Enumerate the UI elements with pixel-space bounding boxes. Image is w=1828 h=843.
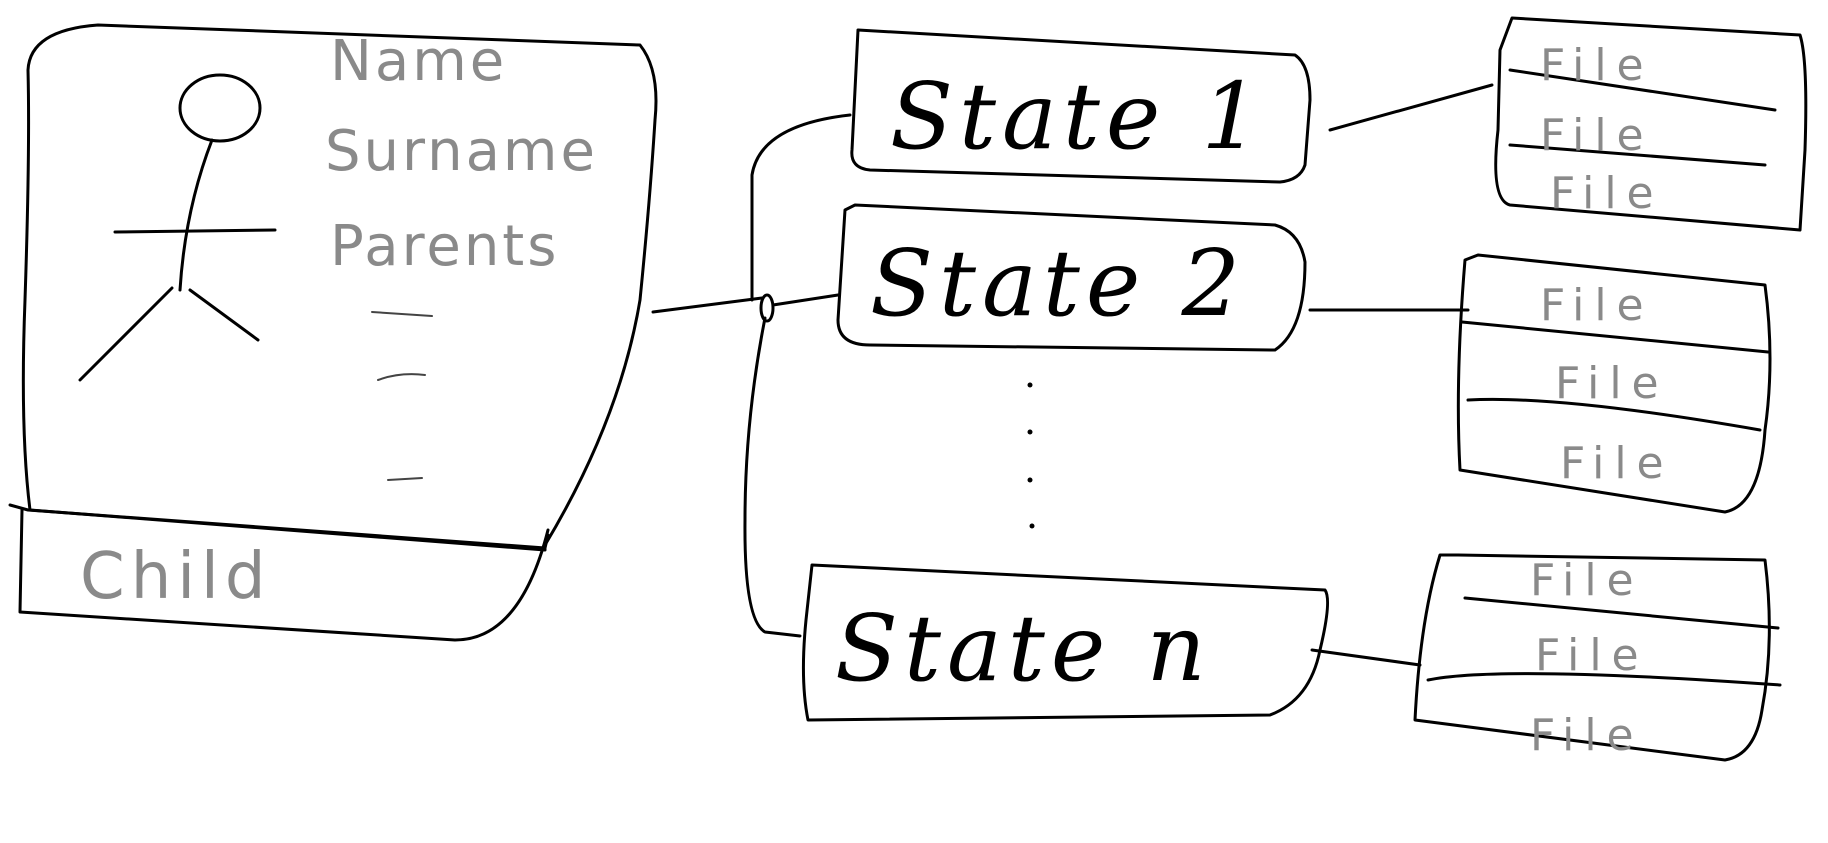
file-group-2: File File File bbox=[1456, 253, 1772, 514]
file-3-1: File bbox=[1530, 555, 1644, 606]
state-n-label: State n bbox=[835, 595, 1212, 702]
file-1-1: File bbox=[1540, 40, 1654, 91]
file-2-3: File bbox=[1560, 438, 1674, 489]
child-label: Child bbox=[80, 540, 271, 614]
file-2-1: File bbox=[1540, 280, 1654, 331]
field-name: Name bbox=[330, 29, 507, 94]
file-group-3: File File File bbox=[1413, 553, 1782, 762]
field-parents: Parents bbox=[330, 214, 559, 279]
field-surname: Surname bbox=[325, 119, 598, 184]
file-3-3: File bbox=[1530, 710, 1644, 761]
file-connectors bbox=[1308, 83, 1494, 667]
file-1-2: File bbox=[1540, 110, 1654, 161]
state-2-label: State 2 bbox=[870, 230, 1246, 337]
state-connector bbox=[651, 113, 852, 638]
file-group-1: File File File bbox=[1494, 16, 1808, 232]
person-card: Name Surname Parents Child bbox=[8, 23, 658, 642]
state-1-label: State 1 bbox=[890, 63, 1266, 170]
file-2-2: File bbox=[1555, 358, 1669, 409]
ellipsis-dots bbox=[1027, 382, 1035, 529]
state-1: State 1 bbox=[850, 28, 1312, 184]
state-2: State 2 bbox=[836, 203, 1307, 352]
file-3-2: File bbox=[1535, 630, 1649, 681]
person-icon bbox=[78, 73, 277, 382]
state-n: State n bbox=[801, 563, 1330, 722]
file-1-3: File bbox=[1550, 168, 1664, 219]
